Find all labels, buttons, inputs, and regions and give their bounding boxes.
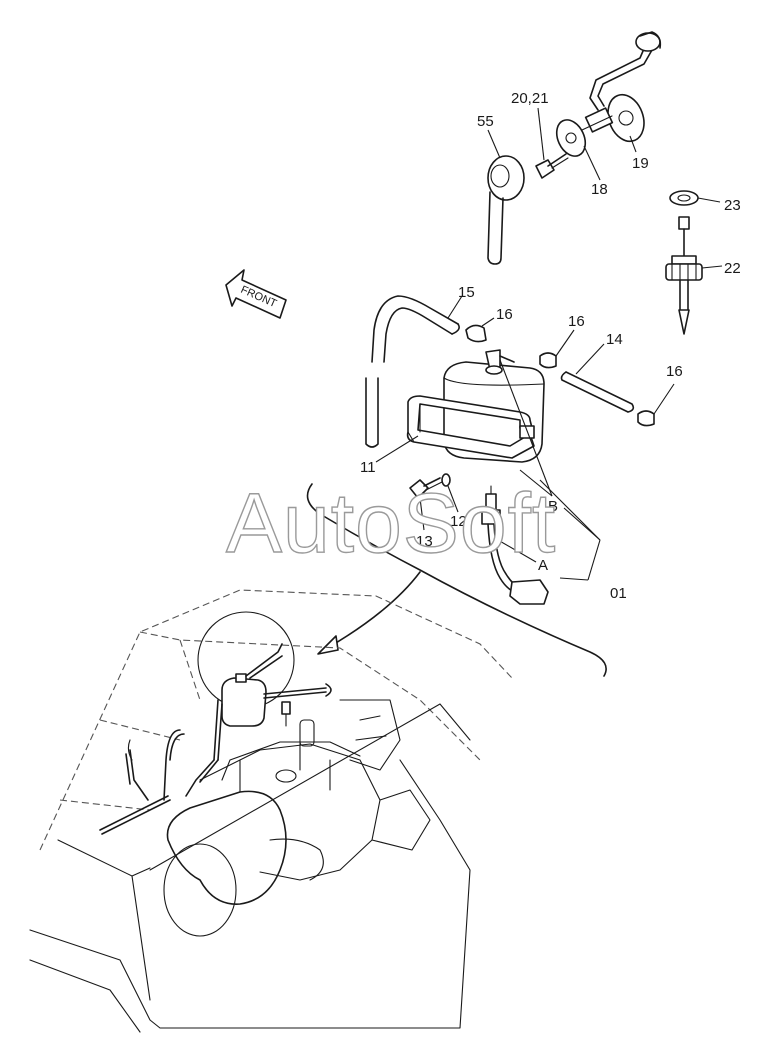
watermark: AutoSoft xyxy=(226,476,556,570)
detail-pointer-arrow xyxy=(317,571,421,655)
callout-16a: 16 xyxy=(496,306,513,323)
part-15-hose xyxy=(365,295,460,448)
callout-15: 15 xyxy=(458,284,475,301)
callout-20-21: 20,21 xyxy=(511,90,549,107)
callout-18: 18 xyxy=(591,181,608,198)
part-13-bolt xyxy=(409,477,443,499)
callout-13: 13 xyxy=(416,533,433,550)
part-14-hose xyxy=(560,371,635,413)
engine-overview xyxy=(29,589,513,1033)
callout-23: 23 xyxy=(724,197,741,214)
part-12-washer xyxy=(441,473,451,487)
callout-55: 55 xyxy=(477,113,494,130)
callout-11: 11 xyxy=(360,459,376,476)
part-23-washer xyxy=(669,190,699,206)
callout-12: 12 xyxy=(450,513,467,530)
callout-B: B xyxy=(548,498,558,515)
callout-14: 14 xyxy=(606,331,623,348)
part-16-clamps xyxy=(465,324,655,427)
level-sensor-connector xyxy=(481,485,549,605)
part-22-level-gauge xyxy=(665,216,703,335)
part-55-grommet xyxy=(487,155,525,265)
part-11-reserve-tank xyxy=(406,349,545,463)
callout-22: 22 xyxy=(724,260,741,277)
callout-01: 01 xyxy=(610,585,627,602)
callout-16c: 16 xyxy=(666,363,683,380)
callout-labels: 55 20,21 18 19 23 22 15 16 16 14 16 11 1… xyxy=(360,90,741,602)
callout-16b: 16 xyxy=(568,313,585,330)
front-direction-arrow: FRONT xyxy=(225,269,287,319)
part-20-21-bolt xyxy=(535,153,569,179)
callout-19: 19 xyxy=(632,155,649,172)
detail-boundary xyxy=(306,483,607,677)
leader-lines xyxy=(375,107,723,581)
callout-A: A xyxy=(538,557,548,574)
part-18-19-sender-unit xyxy=(555,31,662,157)
